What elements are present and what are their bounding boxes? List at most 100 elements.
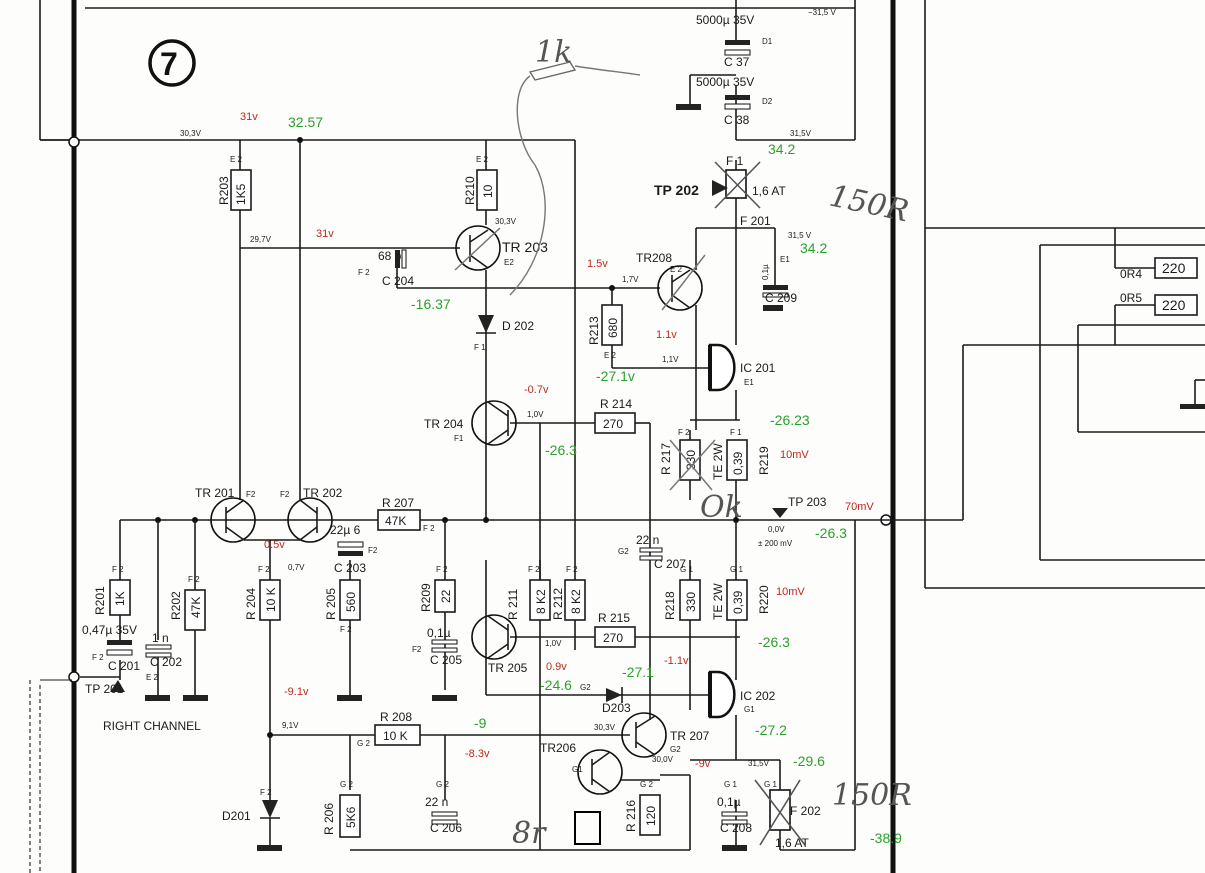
r204-name: R 204 — [244, 588, 258, 620]
measured-voltage-red: -0.7v — [524, 384, 549, 396]
rail-label-tr205: 1,0V — [545, 639, 562, 648]
tp203-v1: 0,0V — [768, 525, 785, 534]
tr208-pin: E 2 — [670, 265, 683, 274]
r204-pin: F 2 — [258, 565, 270, 574]
c209-name: C 209 — [765, 291, 797, 305]
or4-name: 0R4 — [1120, 267, 1142, 281]
d202-label: D 202 — [502, 319, 534, 333]
r208-name: R 208 — [380, 710, 412, 724]
cap-c201-plate — [106, 649, 133, 656]
r204-value: 10 K — [264, 587, 278, 612]
resistor-r214 — [594, 412, 636, 434]
junction — [267, 732, 273, 738]
r208-value: 10 K — [383, 729, 408, 743]
rail-label-ic201: 1,1V — [662, 355, 679, 364]
tr202-emitter — [299, 526, 318, 541]
resistor-r208 — [374, 724, 421, 746]
tr203-emitter — [469, 254, 489, 269]
measured-voltage-red: -9.1v — [284, 686, 309, 698]
cap-c205-plate — [431, 647, 458, 653]
measured-voltage-red: 10mV — [780, 449, 809, 461]
r209-pin: F 2 — [436, 565, 448, 574]
rail-label-tr201: 29,7V — [250, 235, 272, 244]
ic202-pin: G1 — [744, 705, 755, 714]
tr205-emitter — [487, 643, 509, 659]
tr207-emitter — [635, 741, 656, 756]
sheet-number-circle — [148, 39, 196, 87]
tr203-pin: E2 — [504, 258, 514, 267]
junction — [733, 517, 739, 523]
resistor-r207 — [377, 509, 421, 531]
tp203-label: TP 203 — [788, 495, 827, 509]
c208-name: C 208 — [720, 821, 752, 835]
rail-label-tr208: 1,7V — [622, 275, 639, 284]
c205-name: C 205 — [430, 653, 462, 667]
tr205-label: TR 205 — [488, 661, 528, 675]
r220-name: R220 — [757, 585, 771, 614]
rail-label-top: −31,5 V — [808, 8, 836, 17]
r215-name: R 215 — [598, 611, 630, 625]
cap-c37-plate — [725, 40, 750, 45]
c206-pin: G 2 — [436, 780, 449, 789]
measured-voltage-red: 1.5v — [587, 258, 608, 270]
tr202-pin: F2 — [280, 490, 290, 499]
ground-symbol — [257, 845, 282, 851]
tr206-label: TR206 — [540, 741, 576, 755]
measured-voltage-red: 70mV — [845, 501, 874, 513]
r219-pin: F 1 — [730, 428, 742, 437]
c207-value: 22 n — [636, 533, 659, 547]
measured-voltage: 32.57 — [288, 114, 323, 130]
cap-c209-plate — [763, 285, 788, 290]
c202-name: C 202 — [150, 655, 182, 669]
tp201-marker — [110, 680, 125, 692]
resistor-or4 — [1154, 257, 1198, 279]
diode-d203 — [606, 688, 622, 702]
c204-name: C 204 — [382, 274, 414, 288]
measured-voltage: -9 — [474, 715, 487, 731]
cap-c203-plate — [337, 541, 364, 548]
tr204-collector — [487, 401, 509, 417]
cap-c209-plate — [762, 292, 789, 298]
r210-pin: E 2 — [476, 155, 489, 164]
r212-value: 8 K2 — [569, 589, 583, 614]
rail-label-tr207: 30,3V — [594, 723, 616, 732]
tr208-label: TR208 — [636, 251, 672, 265]
measured-voltage: -38.9 — [870, 830, 902, 846]
tr202-collector — [299, 499, 318, 514]
r201-name: R201 — [93, 586, 107, 615]
r216-name: R 216 — [624, 800, 638, 832]
c206-value: 22 n — [425, 795, 448, 809]
r205-value: 560 — [344, 592, 358, 612]
cap-c204-plate — [395, 250, 400, 268]
measured-voltage: -24.6 — [540, 677, 572, 693]
resistor-r212 — [564, 579, 586, 621]
r211-name: R 211 — [506, 589, 520, 620]
hand-note-1k: 1k — [535, 35, 572, 70]
resistor-r204 — [259, 579, 281, 621]
ic201-pin: E1 — [744, 378, 754, 387]
r216-value: 120 — [644, 806, 658, 826]
hand-note-ok: Ok — [700, 490, 743, 525]
c209-pin: E1 — [780, 255, 790, 264]
sheet-number: 7 — [160, 46, 178, 82]
c202-value: 1 n — [152, 631, 169, 645]
tr205-collector — [487, 615, 509, 631]
or4-value: 220 — [1162, 260, 1186, 276]
measured-voltage-red: 1.1v — [656, 329, 677, 341]
r207-pin: F 2 — [423, 524, 435, 533]
measured-voltage-red: 0.5v — [264, 539, 285, 551]
rail-label-tr203: 30,3V — [495, 217, 517, 226]
tp202-label: TP 202 — [654, 182, 699, 198]
measured-voltage-red: -8.3v — [465, 748, 490, 760]
tp203-v2: ± 200 mV — [758, 539, 793, 548]
measured-voltage: -26.3 — [815, 525, 847, 541]
resistor-or5 — [1154, 294, 1198, 316]
cap-c37-plate — [724, 49, 751, 56]
measured-voltage: -27.2 — [755, 722, 787, 738]
r218-value: 330 — [684, 592, 698, 612]
tp203-marker — [772, 508, 788, 518]
tr204-emitter — [487, 429, 509, 445]
r206-value: 5K6 — [344, 806, 358, 828]
r203-name: R203 — [217, 176, 231, 205]
